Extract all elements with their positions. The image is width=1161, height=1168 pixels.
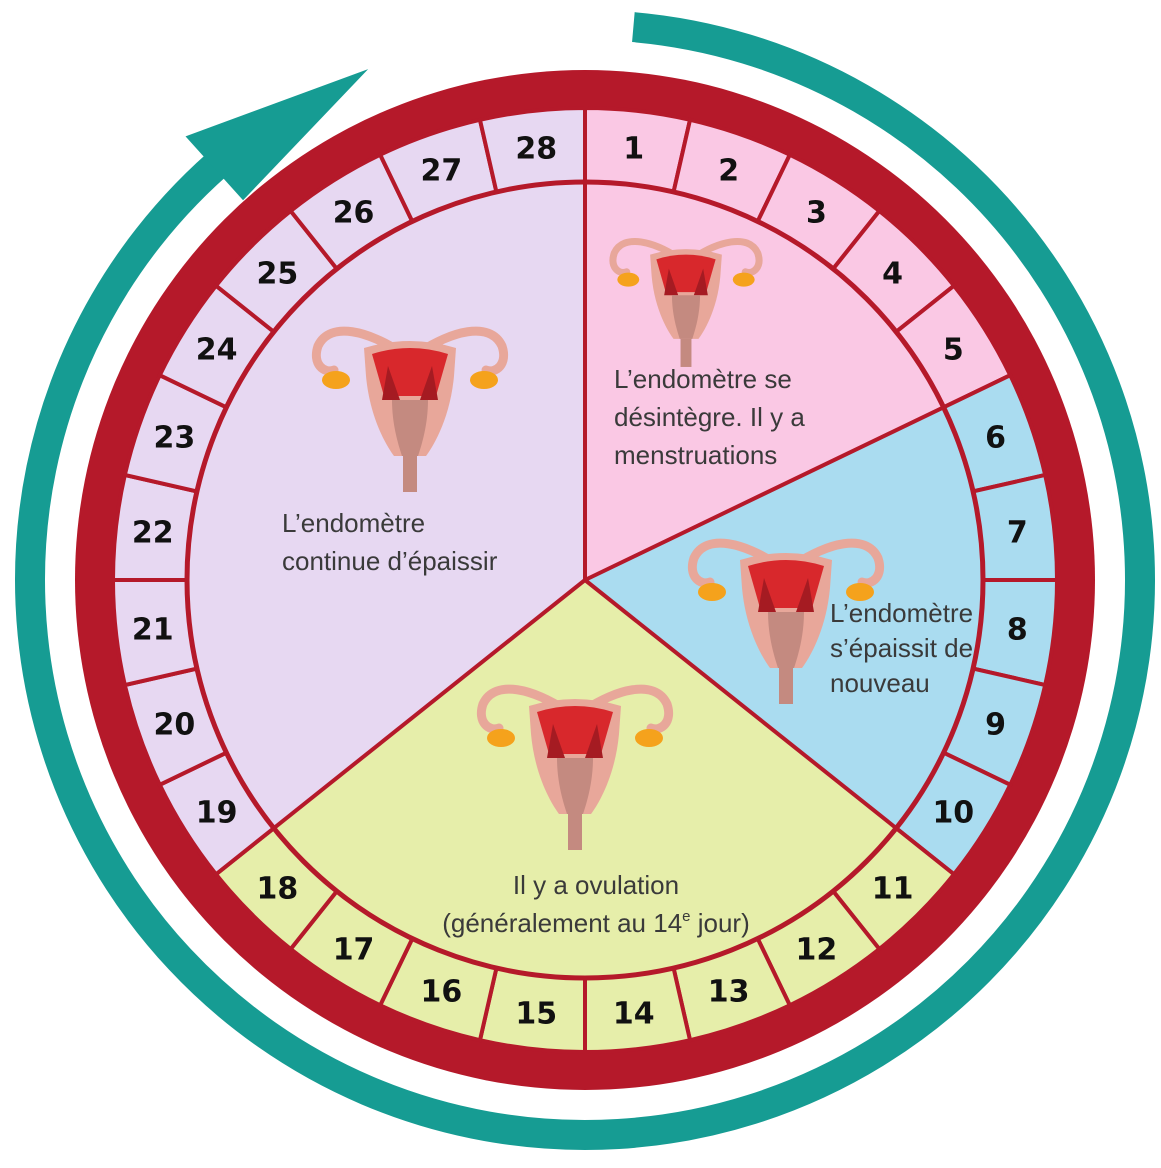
phase-label-menstruation: désintègre. Il y a [614,402,805,432]
day-number: 18 [257,872,299,907]
phase-label-thickening-again: s’épaissit de [830,633,973,663]
day-number: 15 [515,996,557,1031]
day-number: 27 [420,153,462,188]
day-number: 25 [257,256,299,291]
day-number: 9 [985,708,1006,743]
phase-label-thickening-continues: L’endomètre [282,508,425,538]
day-number: 19 [196,795,238,830]
day-number: 13 [708,975,750,1010]
phase-label-thickening-again: L’endomètre [830,598,973,628]
day-number: 2 [718,153,739,188]
day-number: 21 [132,613,174,648]
day-number: 20 [154,708,196,743]
day-number: 3 [806,196,827,231]
ovulation-detail-before: (généralement au 14 [442,908,682,938]
ovulation-detail-after: jour) [691,908,750,938]
day-number: 6 [985,420,1006,455]
day-number: 16 [420,975,462,1010]
day-number: 1 [623,132,644,167]
day-number: 23 [154,420,196,455]
day-number: 11 [872,872,914,907]
day-number: 12 [796,932,838,967]
phase-label-menstruation: L’endomètre se [614,364,792,394]
ovulation-detail-sup: e [682,908,690,925]
day-number: 24 [196,333,238,368]
day-number: 28 [515,132,557,167]
phase-label-ovulation: Il y a ovulation [513,870,679,900]
day-number: 10 [932,795,974,830]
phase-label-thickening-again: nouveau [830,668,930,698]
day-number: 22 [132,515,174,550]
day-number: 4 [882,256,903,291]
day-number: 14 [613,996,655,1031]
phase-label-thickening-continues: continue d’épaissir [282,546,498,576]
day-number: 7 [1007,515,1028,550]
day-number: 5 [943,333,964,368]
phase-label-menstruation: menstruations [614,440,777,470]
day-number: 17 [333,932,375,967]
day-number: 8 [1007,613,1028,648]
day-number: 26 [333,196,375,231]
phase-label-ovulation-detail: (généralement au 14e jour) [442,908,750,938]
